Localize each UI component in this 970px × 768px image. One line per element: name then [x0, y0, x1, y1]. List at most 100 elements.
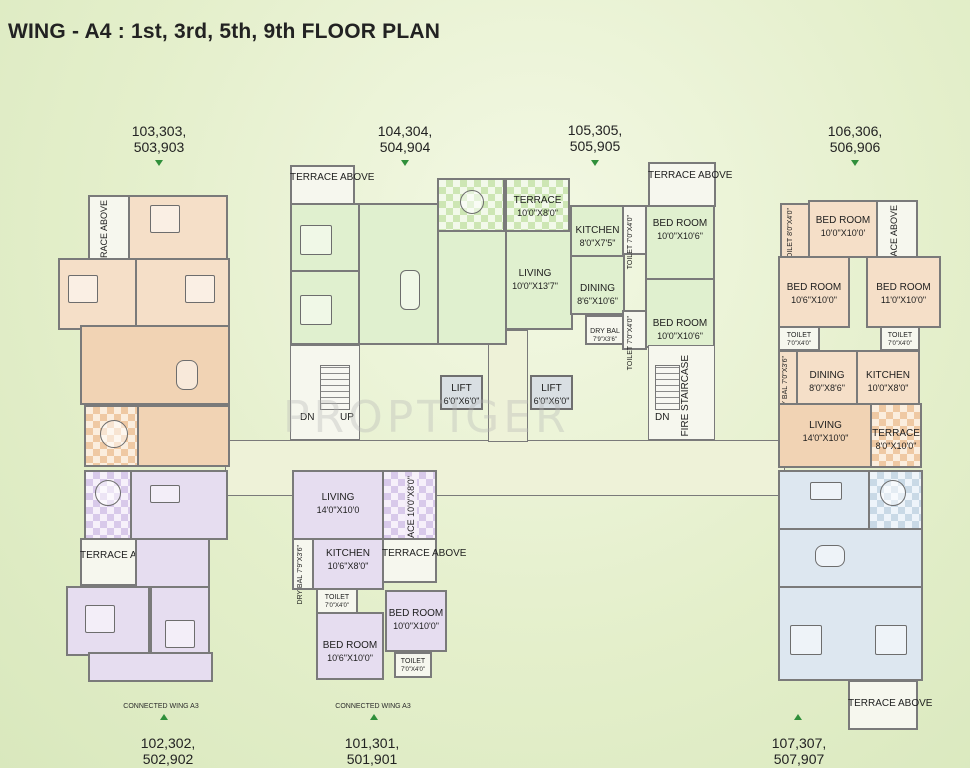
living-dining-103: [80, 325, 230, 405]
unit-number-line1: 105,305,: [567, 122, 623, 138]
unit-number-line2: 504,904: [379, 139, 431, 155]
unit-number-line1: 104,304,: [377, 123, 433, 139]
terrace-above-103: [88, 195, 133, 260]
toilet-106a: [780, 203, 810, 258]
stairs-icon: [320, 365, 350, 410]
bedroom-101b: [316, 612, 384, 680]
sofa-icon: [150, 485, 180, 503]
unit-label-bottom-mid: 101,301,501,901: [317, 735, 427, 767]
terrace-106: [870, 403, 922, 468]
unit-number-line2: 501,901: [346, 751, 398, 767]
unit-number-line2: 505,905: [569, 138, 621, 154]
unit-label-bottom-right: 107,307,507,907: [744, 735, 854, 767]
bed-icon: [68, 275, 98, 303]
dining-table-icon: [176, 360, 198, 390]
terrace-above-106: [876, 200, 918, 258]
dining-table-icon: [400, 270, 420, 310]
unit-number-line1: 101,301,: [344, 735, 400, 751]
unit-label-top-left: 103,303,503,903: [104, 123, 214, 155]
connected-wing-label: CONNECTED WING A3: [335, 703, 411, 710]
unit-label-bottom-left: 102,302,502,902: [113, 735, 223, 767]
unit-number-line2: 503,903: [133, 139, 185, 155]
table-icon: [95, 480, 121, 506]
terrace-above-104: [290, 165, 355, 205]
unit-label-top-mid-right: 105,305,505,905: [540, 122, 650, 154]
corridor-spine: [488, 330, 528, 442]
bed-icon: [300, 225, 332, 255]
arrow-down-icon: [155, 160, 163, 166]
unit-label-top-mid-left: 104,304,504,904: [350, 123, 460, 155]
kitchen-106: [856, 350, 920, 405]
arrow-down-icon: [851, 160, 859, 166]
lift-right: [530, 375, 573, 410]
kitchen-105: [570, 205, 625, 257]
table-icon: [460, 190, 484, 214]
toilets-102: [88, 652, 213, 682]
arrow-down-icon: [401, 160, 409, 166]
unit-number-line1: 107,307,: [771, 735, 827, 751]
bedroom-105a: [645, 205, 715, 280]
toilet-101b: [394, 652, 432, 678]
fire-staircase-label: FIRE STAIRCASE: [680, 355, 691, 437]
room-label: TOILET 7'0"X4'0": [627, 316, 634, 371]
room-label: TERRACE ABOVE: [848, 698, 933, 709]
watermark: PROPTIGER: [283, 392, 570, 443]
arrow-down-icon: [591, 160, 599, 166]
dining-102: [135, 538, 210, 588]
bedroom-105b: [645, 278, 715, 348]
connected-wing-label: CONNECTED WING A3: [123, 703, 199, 710]
living-107: [778, 470, 870, 530]
dining-105: [570, 255, 625, 315]
bedroom-103c: [135, 258, 230, 328]
bed-icon: [875, 625, 907, 655]
unit-label-top-right: 106,306,506,906: [800, 123, 910, 155]
unit-number-line1: 106,306,: [827, 123, 883, 139]
room-label: DRY BAL 7'9"X3'6": [297, 545, 304, 605]
bed-icon: [150, 205, 180, 233]
living-101: [292, 470, 384, 540]
table-icon: [100, 420, 128, 448]
dn-label: DN: [300, 412, 315, 423]
unit-number-line2: 502,902: [142, 751, 194, 767]
terrace-105: [505, 178, 570, 233]
kitchen-103: [137, 405, 230, 467]
living-105: [505, 230, 573, 330]
unit-number-line1: 103,303,: [131, 123, 187, 139]
terrace-above-101: [382, 538, 437, 583]
dining-table-icon: [815, 545, 845, 567]
living-104: [358, 203, 440, 345]
up-label: UP: [340, 412, 354, 423]
sofa-icon: [810, 482, 842, 500]
stairs-icon: [655, 365, 680, 410]
room-label: TERRACE ABOVE: [648, 170, 733, 181]
table-icon: [880, 480, 906, 506]
bed-icon: [185, 275, 215, 303]
dn-label: DN: [655, 412, 670, 423]
arrow-up-icon: [794, 714, 802, 720]
bedroom-101a: [385, 590, 447, 652]
room-label: TERRACE ABOVE: [80, 550, 165, 561]
arrow-up-icon: [370, 714, 378, 720]
room-label: TERRACE ABOVE: [290, 172, 375, 183]
bed-icon: [85, 605, 115, 633]
